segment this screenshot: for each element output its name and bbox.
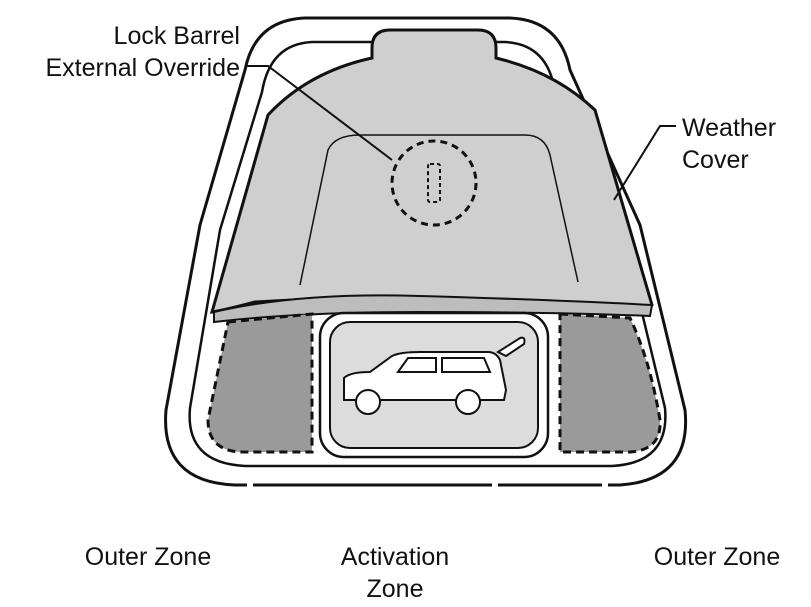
cover-inner-contour <box>299 134 579 286</box>
suv-tailgate-icon <box>343 336 526 415</box>
outer-zone-left <box>206 312 314 454</box>
lock-barrel-icon <box>427 163 441 203</box>
weather-cover-label-line1: Weather <box>682 114 777 142</box>
activation-zone-label-line2: Zone <box>366 575 424 603</box>
weather-cover-label-line2: Cover <box>682 146 749 174</box>
activation-zone-label: Activation Zone <box>320 541 470 605</box>
weather-cover-label: Weather Cover <box>682 112 776 176</box>
outer-zone-right <box>558 312 662 454</box>
housing-seams <box>247 475 608 495</box>
lock-barrel-leader <box>245 65 393 161</box>
outer-zone-left-text: Outer Zone <box>84 543 212 571</box>
outer-zone-right-text: Outer Zone <box>653 543 781 571</box>
lock-barrel-outline <box>390 139 478 227</box>
outer-zone-left-label: Outer Zone <box>60 541 236 573</box>
lock-barrel-label: Lock Barrel External Override <box>20 20 240 84</box>
lock-barrel-label-line1: Lock Barrel <box>113 22 240 50</box>
outer-zone-right-label: Outer Zone <box>632 541 802 573</box>
weather-cover-leader <box>613 125 676 201</box>
lock-barrel-label-line2: External Override <box>45 54 240 82</box>
leader-lines <box>245 65 676 201</box>
activation-zone-label-line1: Activation <box>340 543 450 571</box>
